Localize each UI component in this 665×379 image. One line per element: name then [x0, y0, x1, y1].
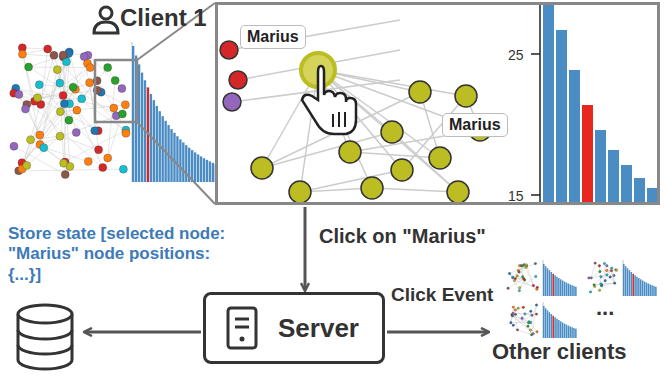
client-view: Client 1MariusMarius2515 — [5, 2, 660, 205]
zoom-leader — [137, 122, 215, 204]
person-icon — [94, 7, 118, 33]
server-icon — [220, 305, 266, 353]
connector-arrow — [85, 331, 201, 334]
server-label: Server — [278, 313, 359, 344]
node-label: Marius — [240, 25, 306, 49]
edge-label: Click Event — [389, 284, 495, 306]
zoom-inset: MariusMarius2515 — [215, 2, 660, 205]
client-screenshot — [10, 42, 250, 182]
hand-cursor — [302, 66, 356, 134]
zoomed-view — [215, 2, 660, 205]
connector-arrow — [387, 331, 488, 334]
server-box: Server — [203, 292, 385, 364]
state-note: Store state [selected node: "Marius" nod… — [8, 224, 246, 285]
other-clients: ... Other clients — [490, 255, 662, 375]
database-icon — [13, 302, 77, 372]
axis-tick: 25 — [508, 47, 524, 63]
zoom-frame — [95, 60, 137, 122]
node-label: Marius — [442, 113, 508, 137]
ellipsis: ... — [596, 295, 614, 321]
edge-label: Click on "Marius" — [317, 225, 488, 248]
axis-tick: 15 — [508, 188, 524, 204]
client-name: Client 1 — [120, 4, 207, 32]
connector-arrow — [304, 207, 307, 290]
other-client-screens — [507, 260, 657, 338]
group-label: Other clients — [492, 339, 626, 365]
